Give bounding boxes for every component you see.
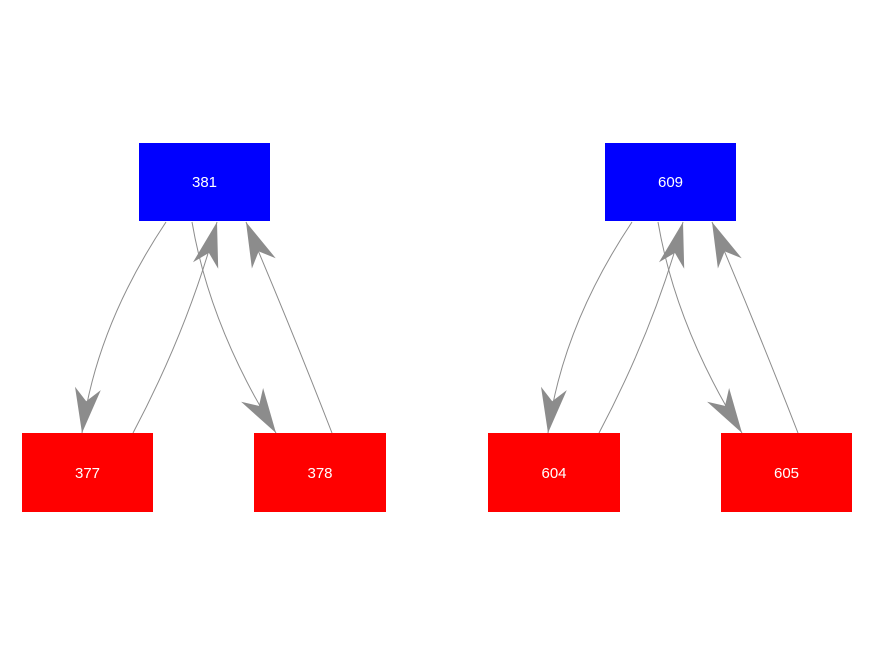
node-box-381 bbox=[139, 143, 270, 221]
node-label-605: 605 bbox=[774, 465, 799, 482]
node-box-378 bbox=[254, 433, 386, 512]
arrowhead-into-377 bbox=[75, 386, 101, 433]
node-box-609 bbox=[605, 143, 736, 221]
node-box-605 bbox=[721, 433, 852, 512]
node-label-377: 377 bbox=[75, 465, 100, 482]
tree-left: 381 377 378 bbox=[22, 143, 386, 512]
arrowhead-into-604 bbox=[541, 386, 567, 433]
node-label-604: 604 bbox=[541, 465, 566, 482]
arrowhead-into-378 bbox=[241, 388, 276, 433]
node-box-604 bbox=[488, 433, 620, 512]
arrowhead-into-605 bbox=[707, 388, 742, 433]
arrowhead-into-609-left bbox=[659, 222, 685, 269]
arrowhead-into-381-left bbox=[193, 222, 219, 269]
arrowhead-into-381-right bbox=[246, 222, 276, 269]
node-box-377 bbox=[22, 433, 153, 512]
node-label-378: 378 bbox=[307, 465, 332, 482]
arrowhead-into-609-right bbox=[712, 222, 742, 269]
tree-right: 609 604 605 bbox=[488, 143, 852, 512]
node-label-381: 381 bbox=[192, 174, 217, 191]
node-label-609: 609 bbox=[658, 174, 683, 191]
